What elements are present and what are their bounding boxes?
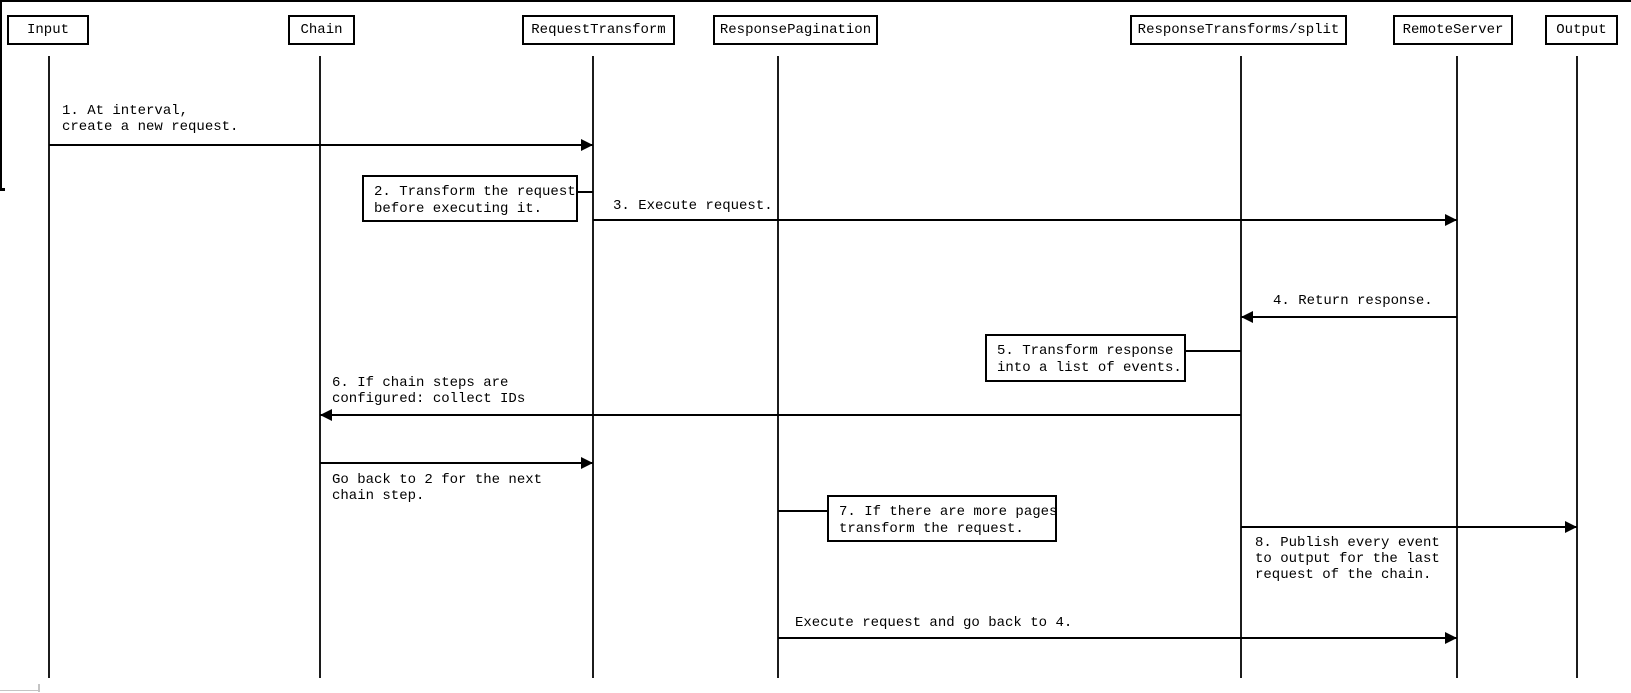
message-label-msg-4: 4. Return response.	[1273, 293, 1433, 309]
arrowhead-icon-msg-1	[581, 139, 593, 151]
note-connector-note-2	[578, 191, 593, 193]
message-line-msg-1	[49, 144, 593, 146]
participant-box-responsetransforms-split: ResponseTransforms/split	[1130, 15, 1347, 45]
note-connector-note-7	[778, 510, 827, 512]
bottom-left-artifact-tick	[38, 684, 40, 692]
note-box-note-5: 5. Transform response into a list of eve…	[985, 334, 1186, 382]
participant-box-chain: Chain	[288, 15, 355, 45]
message-label-msg-execute-loop: Execute request and go back to 4.	[795, 615, 1073, 631]
message-line-msg-3	[593, 219, 1457, 221]
lifeline-responsepagination	[777, 56, 779, 678]
lifeline-requesttransform	[592, 56, 594, 678]
frame-left-border	[0, 0, 2, 190]
arrowhead-icon-msg-4	[1241, 311, 1253, 323]
arrowhead-icon-msg-6	[320, 409, 332, 421]
participant-box-output: Output	[1545, 15, 1618, 45]
lifeline-chain	[319, 56, 321, 678]
message-label-msg-1: 1. At interval, create a new request.	[62, 103, 239, 135]
arrowhead-icon-msg-3	[1445, 214, 1457, 226]
message-label-msg-8: 8. Publish every event to output for the…	[1255, 535, 1440, 583]
message-label-msg-go-back: Go back to 2 for the next chain step.	[332, 472, 543, 504]
arrowhead-icon-msg-execute-loop	[1445, 632, 1457, 644]
lifeline-responsetransforms-split	[1240, 56, 1242, 678]
message-label-msg-3: 3. Execute request.	[613, 198, 773, 214]
arrowhead-icon-msg-8	[1565, 521, 1577, 533]
arrowhead-icon-msg-go-back	[581, 457, 593, 469]
message-line-msg-execute-loop	[778, 637, 1457, 639]
note-box-note-2: 2. Transform the request before executin…	[362, 175, 578, 222]
frame-top-border	[0, 0, 1631, 2]
message-line-msg-6	[320, 414, 1241, 416]
message-label-msg-6: 6. If chain steps are configured: collec…	[332, 375, 526, 407]
message-line-msg-4	[1241, 316, 1457, 318]
message-line-msg-8	[1241, 526, 1577, 528]
bottom-left-artifact-line	[0, 690, 40, 691]
note-connector-note-5	[1186, 350, 1241, 352]
lifeline-input	[48, 56, 50, 678]
note-box-note-7: 7. If there are more pages transform the…	[827, 495, 1057, 542]
participant-box-input: Input	[7, 15, 89, 45]
lifeline-output	[1576, 56, 1578, 678]
message-line-msg-go-back	[320, 462, 593, 464]
lifeline-remoteserver	[1456, 56, 1458, 678]
participant-box-remoteserver: RemoteServer	[1393, 15, 1513, 45]
participant-box-responsepagination: ResponsePagination	[713, 15, 878, 45]
participant-box-requesttransform: RequestTransform	[522, 15, 675, 45]
frame-left-border-tick	[0, 188, 5, 191]
